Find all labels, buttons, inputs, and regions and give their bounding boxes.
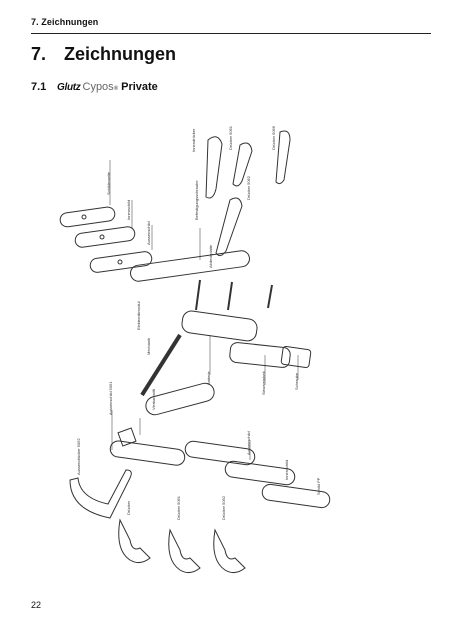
lever-handle-upper-4 — [215, 197, 243, 257]
callout-21: Innenschild — [284, 460, 289, 480]
callout-8: Befestigungsschraube — [194, 180, 199, 220]
callout-6: Innenschild — [126, 200, 131, 220]
plate-1 — [59, 206, 116, 228]
callout-15: Aussenschild 5061 — [108, 381, 113, 415]
plate-lower-5 — [261, 483, 331, 509]
callout-7: Aussenschild — [146, 221, 151, 245]
exploded-drawing: Innendrücker Drücker 5061 Drücker 5066 D… — [59, 125, 331, 574]
lever-handle-lower-4 — [213, 528, 246, 574]
spindle — [140, 333, 182, 397]
lever-handle-upper-3 — [275, 130, 291, 185]
running-header: 7. Zeichnungen — [31, 17, 99, 27]
chapter-heading: 7. Zeichnungen — [31, 44, 176, 65]
plate-3 — [89, 251, 153, 273]
cylinder-block — [117, 427, 137, 447]
chapter-number: 7. — [31, 44, 47, 64]
plate-lower-3 — [184, 440, 256, 466]
callout-10: Elektronikmodul — [136, 301, 141, 330]
callout-11: Mechanik — [146, 338, 151, 355]
callout-20: Aussenschild — [246, 431, 251, 455]
page-number: 22 — [31, 600, 42, 610]
screw-2 — [227, 281, 233, 311]
callout-16: Aussendrücker 5062 — [76, 438, 81, 475]
callout-22: Schild PP — [316, 477, 321, 495]
section-number: 7.1 — [31, 81, 47, 93]
screw-1 — [195, 279, 201, 311]
callout-23: Vierkantstift — [151, 388, 156, 410]
callout-3: Drücker 5066 — [271, 125, 276, 150]
callout-2: Drücker 5061 — [228, 125, 233, 150]
callout-14: Schraube — [294, 372, 299, 390]
callout-5: Schildrosette — [106, 171, 111, 195]
header-rule — [31, 33, 431, 34]
callout-12: Batterie — [206, 370, 211, 385]
section-variant: Private — [121, 81, 158, 93]
lever-handle-upper-2 — [232, 142, 253, 187]
callout-13: Steuereinheit — [261, 371, 266, 395]
callout-17: Drücker — [126, 500, 131, 515]
section-heading: 7.1 Glutz Cypos ® Private — [31, 81, 158, 93]
plate-4 — [130, 250, 250, 282]
brand-logo: Glutz — [57, 82, 81, 93]
lever-handle-lower-1 — [69, 469, 132, 519]
chapter-title: Zeichnungen — [64, 44, 177, 64]
plate-middle-1 — [181, 310, 258, 342]
callout-1: Innendrücker — [191, 128, 196, 152]
callout-9: Abdeckplatte — [208, 244, 213, 268]
plate-lower-4 — [224, 460, 296, 486]
plate-lower-1 — [145, 382, 215, 416]
product-name: Cypos — [82, 81, 114, 93]
screw-3 — [267, 284, 273, 309]
plate-2 — [74, 226, 136, 248]
callout-19: Drücker 5062 — [221, 495, 226, 520]
plate-lower-2 — [109, 440, 186, 466]
callout-4: Drücker 5062 — [246, 175, 251, 200]
lever-handle-lower-3 — [168, 528, 201, 574]
lever-handle-lower-2 — [118, 518, 151, 564]
plate-middle-2 — [229, 342, 291, 368]
registered-mark: ® — [113, 86, 119, 92]
callout-18: Drücker 5061 — [176, 495, 181, 520]
lever-handle-upper-1 — [205, 136, 223, 199]
plate-middle-3 — [280, 346, 312, 368]
